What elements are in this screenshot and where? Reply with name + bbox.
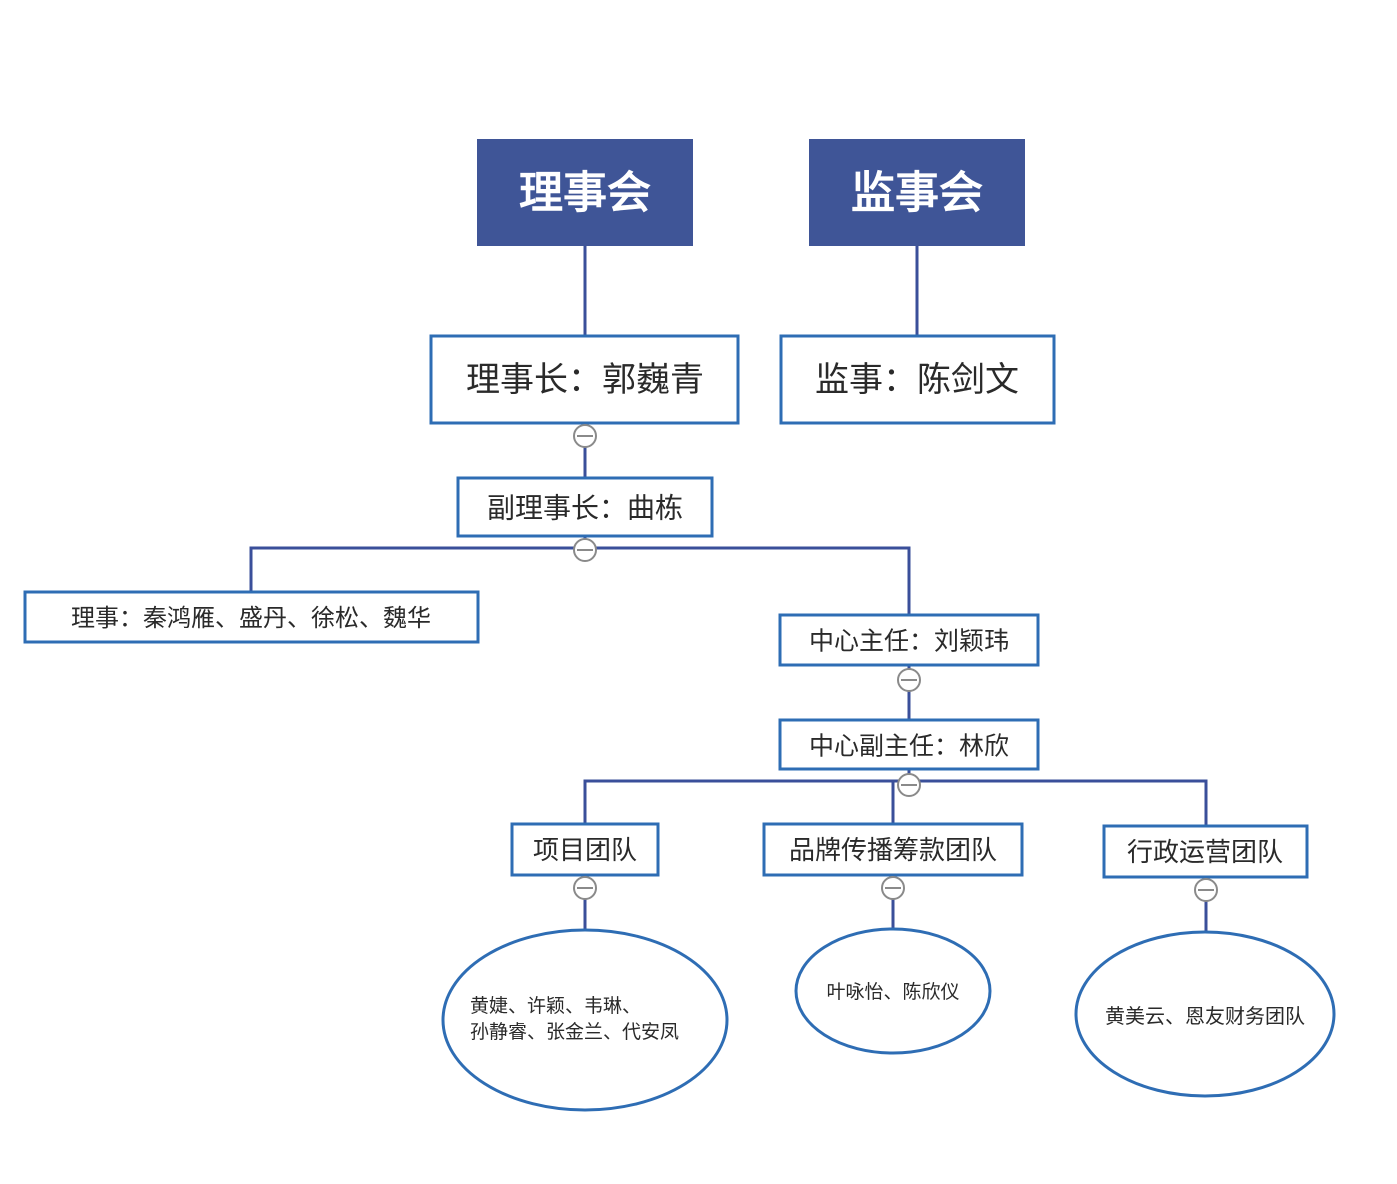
node-supervisor[interactable]: 监事：陈剑文: [779, 334, 1056, 425]
node-chairman-label: 理事长：郭巍青: [466, 360, 704, 400]
node-supervisor-box: [779, 334, 1056, 425]
node-project-team-label: 项目团队: [533, 836, 637, 866]
members-brand-label: 叶咏怡、陈欣仪: [826, 981, 959, 1003]
node-vice-chairman[interactable]: 副理事长：曲栋: [456, 476, 714, 538]
collapse-minus-icon[interactable]: [881, 876, 905, 900]
members-admin-label: 黄美云、恩友财务团队: [1105, 1004, 1305, 1028]
members-project-line2: 孙静睿、张金兰、代安凤: [470, 1021, 679, 1043]
node-vice-chairman-label: 副理事长：曲栋: [487, 492, 683, 525]
members-project-ellipse: [441, 928, 729, 1112]
collapse-minus-icon[interactable]: [897, 773, 921, 797]
node-deputy-director[interactable]: 中心副主任：林欣: [778, 718, 1040, 771]
members-admin[interactable]: 黄美云、恩友财务团队: [1074, 930, 1336, 1098]
node-deputy-director-label: 中心副主任：林欣: [809, 732, 1009, 761]
node-brand-team-box: [762, 822, 1024, 877]
header-supervisory-box: [809, 139, 1025, 246]
node-center-director-box: [778, 613, 1040, 667]
node-project-team[interactable]: 项目团队: [510, 822, 660, 877]
node-admin-team[interactable]: 行政运营团队: [1102, 824, 1309, 879]
node-center-director-label: 中心主任：刘颖玮: [809, 627, 1009, 656]
header-supervisory: 监事会: [809, 139, 1025, 246]
header-board-box: [477, 139, 693, 246]
header-board-label: 理事会: [519, 168, 651, 219]
collapse-minus-icon[interactable]: [897, 668, 921, 692]
members-admin-ellipse: [1074, 930, 1336, 1098]
collapse-minus-icon[interactable]: [573, 538, 597, 562]
node-chairman-box: [429, 334, 740, 425]
members-brand-ellipse: [794, 927, 992, 1055]
node-admin-team-box: [1102, 824, 1309, 879]
node-directors-label: 理事：秦鸿雁、盛丹、徐松、魏华: [71, 604, 431, 632]
node-brand-team-label: 品牌传播筹款团队: [789, 836, 997, 866]
node-supervisor-label: 监事：陈剑文: [815, 360, 1019, 400]
node-brand-team[interactable]: 品牌传播筹款团队: [762, 822, 1024, 877]
connector-deputy-teams: [583, 779, 1208, 826]
header-board: 理事会: [477, 139, 693, 246]
members-brand[interactable]: 叶咏怡、陈欣仪: [794, 927, 992, 1055]
node-admin-team-label: 行政运营团队: [1127, 838, 1283, 868]
collapse-minus-icon[interactable]: [1194, 878, 1218, 902]
node-project-team-box: [510, 822, 660, 877]
node-directors[interactable]: 理事：秦鸿雁、盛丹、徐松、魏华: [23, 590, 480, 644]
node-deputy-director-box: [778, 718, 1040, 771]
members-project-line1: 黄婕、许颖、韦琳、: [470, 995, 641, 1017]
node-directors-box: [23, 590, 480, 644]
collapse-minus-icon[interactable]: [573, 876, 597, 900]
node-center-director[interactable]: 中心主任：刘颖玮: [778, 613, 1040, 667]
collapse-minus-icon[interactable]: [573, 424, 597, 448]
members-project[interactable]: 黄婕、许颖、韦琳、 孙静睿、张金兰、代安凤: [441, 928, 729, 1112]
node-chairman[interactable]: 理事长：郭巍青: [429, 334, 740, 425]
header-supervisory-label: 监事会: [851, 168, 983, 219]
collapse-toggles: [573, 424, 1218, 902]
node-vice-chairman-box: [456, 476, 714, 538]
